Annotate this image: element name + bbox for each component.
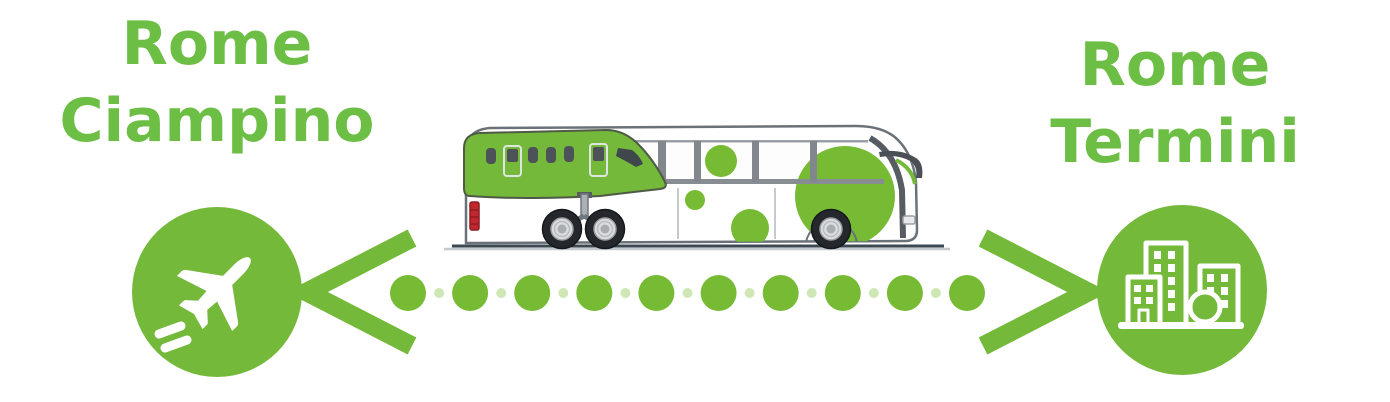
- headlight: [902, 215, 916, 225]
- bus-illustration: [444, 124, 950, 251]
- route-dot: [514, 275, 551, 311]
- destination-label: Rome Termini: [975, 27, 1375, 181]
- route-dot: [762, 275, 799, 311]
- route-dot: [390, 275, 426, 311]
- route-small-dot: [682, 288, 693, 298]
- side-mirror: [879, 150, 923, 178]
- airplane-icon: [154, 257, 251, 353]
- route-small-dot: [868, 288, 879, 298]
- route-dot: [638, 275, 675, 311]
- white-triangle-right: [946, 230, 1034, 356]
- route-small-dot: [744, 288, 755, 298]
- origin-label-line1: Rome: [121, 9, 313, 79]
- tail-light: [469, 201, 480, 231]
- origin-label-line2: Ciampino: [59, 86, 375, 156]
- destination-label-line2: Termini: [1050, 107, 1300, 177]
- route-small-dot: [620, 288, 631, 298]
- origin-circle: [132, 207, 302, 377]
- route-dot: [452, 275, 489, 311]
- origin-label: Rome Ciampino: [17, 6, 417, 160]
- route-dot: [576, 275, 613, 311]
- route-small-dot: [930, 288, 941, 298]
- cockpit-windshield: [616, 148, 643, 167]
- airplane-rear-section: [463, 128, 667, 231]
- route-dot: [886, 275, 923, 311]
- destination-circle: [1097, 205, 1267, 375]
- chevron-left-icon: [286, 229, 417, 355]
- airplane-doors: [503, 143, 608, 177]
- route-small-dot: [496, 288, 507, 298]
- front-wheel: [805, 208, 858, 250]
- destination-label-line1: Rome: [1079, 30, 1271, 100]
- route-small-dot: [434, 288, 445, 298]
- landing-gear-wheels: [541, 208, 626, 250]
- city-buildings-icon: [1118, 240, 1244, 329]
- route-dot: [949, 275, 985, 311]
- route-dot: [700, 275, 737, 311]
- airplane-windows: [486, 146, 574, 164]
- route-dots: [390, 275, 985, 311]
- route-small-dot: [806, 288, 817, 298]
- route-dot: [824, 275, 861, 311]
- windshield-frame: [868, 135, 906, 239]
- route-small-dot: [558, 288, 569, 298]
- chevron-right-icon: [978, 229, 1109, 355]
